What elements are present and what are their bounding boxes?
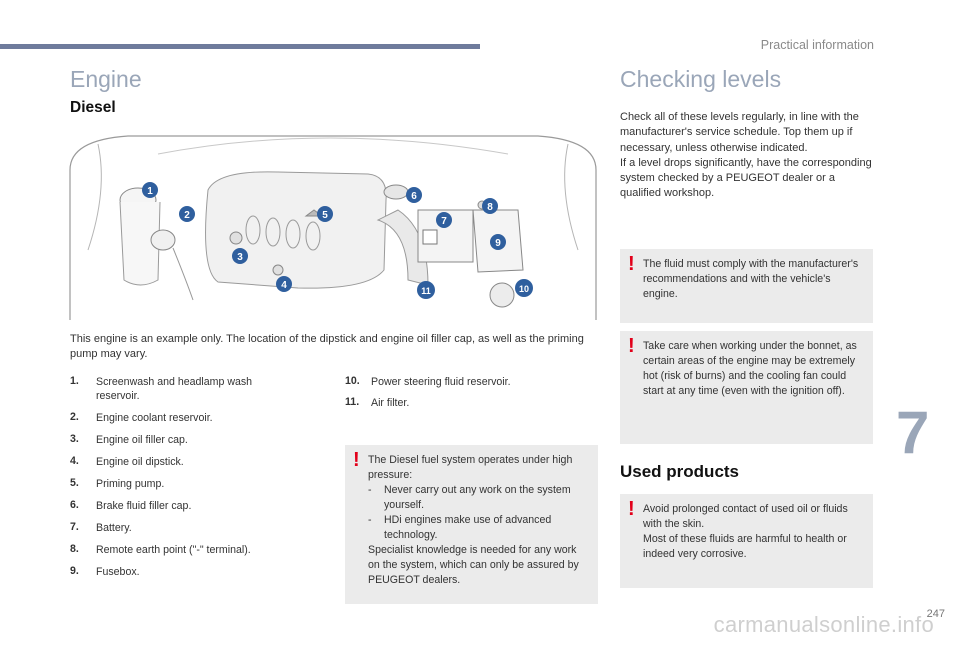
- checking-levels-intro: Check all of these levels regularly, in …: [620, 111, 872, 200]
- checking-levels-title: Checking levels: [620, 66, 782, 92]
- callout-6: 6: [406, 187, 422, 203]
- svg-text:10: 10: [519, 284, 529, 294]
- diesel-subtitle: Diesel: [70, 99, 116, 116]
- callout-11: 11: [417, 281, 435, 299]
- engine-caption: This engine is an example only. The loca…: [70, 333, 584, 361]
- page-number: 247: [926, 608, 945, 620]
- legend-item: 5.Priming pump.: [70, 477, 165, 490]
- legend-item: 3.Engine oil filler cap.: [70, 433, 188, 446]
- warning-icon: !: [628, 498, 635, 520]
- warning-icon: !: [353, 449, 360, 471]
- svg-text:8: 8: [487, 202, 493, 213]
- svg-text:5: 5: [322, 210, 328, 221]
- callout-8: 8: [482, 198, 498, 214]
- legend-item: 10.Power steering fluid reservoir.: [345, 375, 511, 388]
- callout-3: 3: [232, 248, 248, 264]
- svg-text:7: 7: [441, 216, 447, 227]
- section-title: Practical information: [760, 38, 874, 52]
- callout-9: 9: [490, 234, 506, 250]
- legend-item: 1.Screenwash and headlamp wash reservoir…: [70, 375, 253, 402]
- callout-2: 2: [179, 206, 195, 222]
- legend-item: 8.Remote earth point ("-" terminal).: [70, 543, 251, 556]
- svg-text:1: 1: [147, 186, 153, 197]
- svg-text:6: 6: [411, 191, 417, 202]
- bonnet-warning-note: ! Take care when working under the bonne…: [620, 331, 873, 444]
- legend-item: 4.Engine oil dipstick.: [70, 455, 184, 468]
- engine-diagram: 1 2 3 4 5 6 7 8 9 10 11: [69, 135, 597, 320]
- header-bar: [0, 44, 480, 49]
- warning-icon: !: [628, 335, 635, 357]
- callout-10: 10: [515, 279, 533, 297]
- diesel-note-intro: The Diesel fuel system operates under hi…: [368, 454, 573, 481]
- legend-item: 11.Air filter.: [345, 396, 410, 409]
- svg-text:4: 4: [281, 280, 287, 291]
- diesel-note-bullet: -HDi engines make use of advanced techno…: [368, 514, 552, 541]
- legend-item: 2.Engine coolant reservoir.: [70, 411, 213, 424]
- svg-text:2: 2: [184, 210, 190, 221]
- warning-icon: !: [628, 253, 635, 275]
- chapter-number: 7: [896, 399, 930, 466]
- engine-title: Engine: [70, 66, 142, 92]
- legend-item: 7.Battery.: [70, 521, 132, 534]
- fluid-note: ! The fluid must comply with the manufac…: [620, 249, 873, 323]
- callout-1: 1: [142, 182, 158, 198]
- svg-text:3: 3: [237, 252, 243, 263]
- diesel-note-outro: Specialist knowledge is needed for any w…: [368, 544, 579, 586]
- legend-item: 9.Fusebox.: [70, 565, 140, 578]
- used-products-title: Used products: [620, 462, 740, 481]
- watermark: carmanualsonline.info: [713, 612, 934, 637]
- diesel-warning-note: ! The Diesel fuel system operates under …: [345, 445, 598, 604]
- callout-7: 7: [436, 212, 452, 228]
- diesel-note-bullet: -Never carry out any work on the system …: [368, 484, 571, 511]
- svg-text:9: 9: [495, 238, 501, 249]
- callout-4: 4: [276, 276, 292, 292]
- callout-5: 5: [317, 206, 333, 222]
- svg-text:11: 11: [421, 286, 431, 296]
- legend-item: 6.Brake fluid filler cap.: [70, 499, 192, 512]
- used-products-note: ! Avoid prolonged contact of used oil or…: [620, 494, 873, 588]
